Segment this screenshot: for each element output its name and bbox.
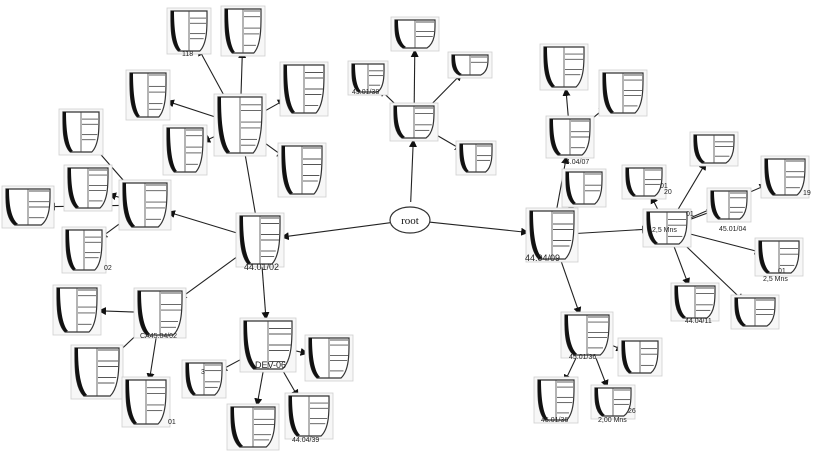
pottery-sherd-drawing <box>277 142 327 198</box>
node-label-01a: 01 <box>686 211 694 218</box>
tree-edge-arrow <box>178 252 243 300</box>
tree-edge-arrow <box>238 50 247 102</box>
pottery-sherd-drawing <box>539 43 589 91</box>
pottery-sherd-drawing <box>347 60 389 96</box>
pottery-sherd-drawing <box>226 403 280 451</box>
pottery-sherd-drawing <box>525 207 579 263</box>
pottery-sherd-drawing <box>533 376 579 424</box>
pottery-sherd-drawing <box>304 334 354 382</box>
tree-edge-arrow <box>427 221 530 236</box>
tree-edge-arrow <box>555 155 570 212</box>
pottery-sherd-drawing <box>545 115 595 159</box>
node-label-44-04-39: 44.04/39 <box>292 437 319 444</box>
tree-edge-arrow <box>146 336 157 382</box>
pottery-sherd-drawing <box>121 376 171 428</box>
node-label-2-5-mns-b: 2,5 Mns <box>763 276 788 283</box>
pottery-sherd-drawing <box>590 384 636 420</box>
pottery-sherd-drawing <box>447 51 493 79</box>
pottery-sherd-drawing <box>760 155 810 199</box>
pottery-sherd-drawing <box>561 168 607 208</box>
pottery-sherd-drawing <box>63 164 113 212</box>
node-label-45-01-36b: 45.01/36 <box>541 417 568 424</box>
node-label-44-04-07: 44.04/07 <box>562 159 589 166</box>
node-label-01c: 01 <box>168 419 176 426</box>
node-label-44-01-02: 44.01/02 <box>244 262 279 272</box>
pottery-sherd-drawing <box>125 69 171 121</box>
tree-edge-arrow <box>594 355 609 389</box>
pottery-sherd-drawing <box>389 102 439 142</box>
pottery-sherd-drawing <box>621 164 667 200</box>
node-label-20: 20 <box>664 189 672 196</box>
tree-edge-arrow <box>672 244 690 287</box>
pottery-sherd-drawing <box>730 294 780 330</box>
pottery-sherd-drawing <box>213 93 267 157</box>
root-label: root <box>401 215 419 227</box>
node-label-ca45-04-02: CA45.04/02 <box>140 333 177 340</box>
pottery-sherd-drawing <box>279 61 329 117</box>
node-label-dev-06: DEV-06 <box>255 360 286 370</box>
tree-edge-arrow <box>280 221 393 241</box>
pottery-sherd-drawing <box>166 7 212 55</box>
node-label-02: 02 <box>104 265 112 272</box>
pottery-sherd-drawing <box>284 392 334 440</box>
node-label-118: 118 <box>182 51 193 58</box>
tree-edge-arrow <box>98 307 137 316</box>
tree-edge-arrow <box>559 257 582 316</box>
node-label-44-04-09: 44.04/09 <box>525 253 560 263</box>
tree-edge-arrow <box>575 225 650 235</box>
root-node: root <box>389 206 431 234</box>
pottery-sherd-drawing <box>390 16 440 52</box>
pottery-sherd-drawing <box>61 226 107 274</box>
node-label-2-5-mns-a: 2,5 Mns <box>652 227 677 234</box>
node-label-45-01-36a: 45.01/36 <box>569 354 596 361</box>
node-label-01d: 01 <box>660 183 668 190</box>
tree-edge-arrow <box>166 99 218 119</box>
pottery-sherd-drawing <box>118 179 172 231</box>
pottery-sherd-drawing <box>754 237 804 277</box>
node-label-3: 3 <box>201 369 205 376</box>
pottery-sherd-drawing <box>598 69 648 117</box>
tree-edge-arrow <box>684 231 763 255</box>
pottery-sherd-drawing <box>181 359 227 399</box>
node-labels: 44.01/02 44.04/09 DEV-06 44.04/39 CA45.0… <box>104 51 811 444</box>
pottery-sherd-drawing <box>560 311 614 359</box>
pottery-sherd-drawing <box>670 282 720 322</box>
pottery-sherd-drawing <box>239 317 297 373</box>
pottery-sherd-drawing <box>52 284 102 336</box>
tree-edge-arrow <box>409 139 418 203</box>
tree-edge-arrow <box>410 49 419 105</box>
node-label-26: 26 <box>628 408 636 415</box>
pottery-sherd-drawing <box>235 212 285 268</box>
pottery-sherd-drawing <box>133 287 187 339</box>
pottery-sherd-drawing <box>58 108 104 156</box>
node-label-2-00-mns: 2,00 Mns <box>598 417 627 424</box>
tree-edge-arrow <box>167 210 240 235</box>
pottery-sherd-drawing <box>70 344 124 400</box>
pottery-sherd-drawing <box>220 5 266 57</box>
pottery-sherd-drawing <box>617 337 663 377</box>
pottery-sherd-drawing <box>1 185 55 229</box>
tree-edge-arrow <box>679 240 745 302</box>
tree-edge-arrow <box>261 261 270 321</box>
node-label-45-01-04: 45.01/04 <box>719 226 746 233</box>
pottery-sherd-drawing <box>642 208 692 248</box>
tree-edge-arrow <box>562 87 571 118</box>
tree-edge-arrow <box>241 147 257 219</box>
pottery-sherd-drawing <box>689 131 739 167</box>
node-label-01b: 01 <box>778 268 786 275</box>
node-label-45-01-38: 45.01/38 <box>352 89 379 96</box>
pottery-nodes <box>1 5 810 451</box>
tree-edge-arrow <box>254 370 264 407</box>
tree-edge-arrow <box>675 161 707 213</box>
pottery-sherd-drawing <box>162 124 208 176</box>
pottery-sherd-drawing <box>706 187 752 223</box>
pottery-sherd-drawing <box>455 140 497 176</box>
root-ellipse <box>389 206 431 234</box>
node-label-44-04-11: 44.04/11 <box>685 318 712 325</box>
node-label-19: 19 <box>803 190 811 197</box>
